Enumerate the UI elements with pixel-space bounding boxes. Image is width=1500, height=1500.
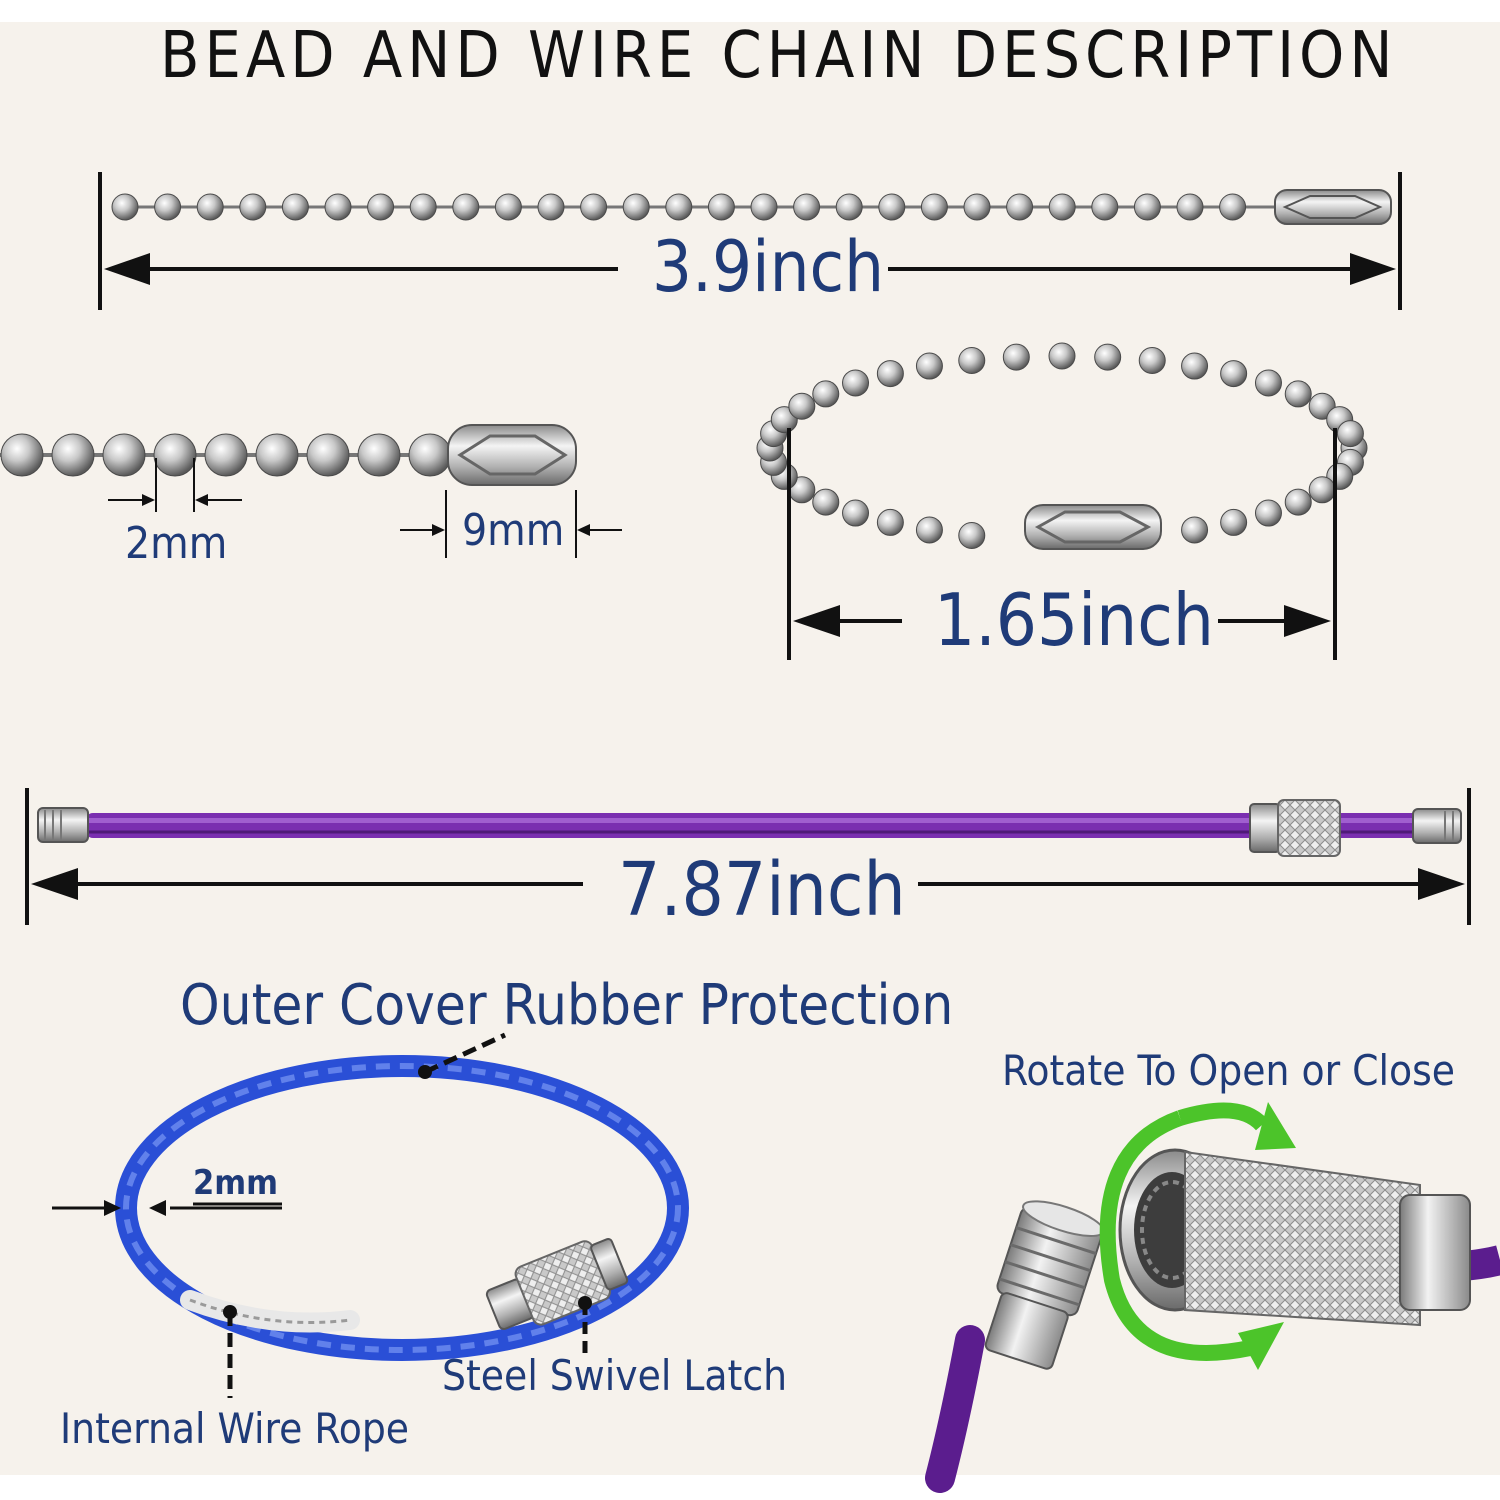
bead	[367, 193, 395, 221]
bead	[963, 193, 991, 221]
bead	[835, 193, 863, 221]
page-title: BEAD AND WIRE CHAIN DESCRIPTION	[160, 19, 1398, 93]
closeup-bead-row	[0, 433, 452, 477]
bead	[1094, 343, 1122, 371]
bead	[102, 433, 146, 477]
wire-left-end	[37, 807, 89, 843]
bead	[154, 193, 182, 221]
bead	[876, 360, 904, 388]
bead	[1138, 347, 1166, 375]
latch-callout: Steel Swivel Latch	[442, 1351, 788, 1400]
bead	[1181, 352, 1209, 380]
rotate-callout: Rotate To Open or Close	[1002, 1046, 1456, 1095]
wire-right-end	[1412, 808, 1462, 844]
bead	[1254, 499, 1282, 527]
threaded-male-end	[984, 1200, 1105, 1370]
bead	[793, 193, 821, 221]
closeup-bead-chain	[0, 424, 577, 486]
bead-chain-loop	[756, 342, 1368, 550]
rotate-arrow-path	[1099, 1110, 1252, 1361]
wire-length-label: 7.87inch	[618, 847, 906, 933]
latch-closeup	[925, 1102, 1500, 1493]
bead	[1219, 193, 1247, 221]
bead	[812, 380, 840, 408]
bead	[580, 193, 608, 221]
bead	[111, 193, 139, 221]
bead-chain-length-label: 3.9inch	[652, 226, 885, 308]
ring-thickness-callout: 2mm	[193, 1163, 279, 1203]
bead	[876, 508, 904, 536]
bead	[842, 499, 870, 527]
bead	[1091, 193, 1119, 221]
rotate-arrow-head-top	[1255, 1102, 1296, 1150]
outer-cover-callout: Outer Cover Rubber Protection	[180, 973, 954, 1038]
bead	[494, 193, 522, 221]
bead	[239, 193, 267, 221]
bead	[622, 193, 650, 221]
purple-wire-cable	[37, 799, 1462, 857]
loop-connector	[1024, 504, 1162, 550]
bead	[665, 193, 693, 221]
loop-width-label: 1.65inch	[934, 578, 1214, 662]
bead	[255, 433, 299, 477]
bead	[1002, 343, 1030, 371]
inner-wire-callout: Internal Wire Rope	[60, 1404, 410, 1453]
bead	[878, 193, 906, 221]
bead	[1133, 193, 1161, 221]
bead-diameter-label: 2mm	[125, 518, 228, 569]
bead	[915, 352, 943, 380]
bead	[958, 347, 986, 375]
bead	[0, 433, 44, 477]
bead	[306, 433, 350, 477]
dimension-2mm-9mm	[108, 458, 622, 558]
bead	[842, 369, 870, 397]
bead	[1308, 476, 1336, 504]
bead	[707, 193, 735, 221]
ring-callout-lines	[52, 1032, 592, 1398]
bead	[324, 193, 352, 221]
bead	[1284, 380, 1312, 408]
bead	[1176, 193, 1204, 221]
bead	[1254, 369, 1282, 397]
closeup-connector	[447, 424, 577, 486]
bead	[812, 488, 840, 516]
bead	[357, 433, 401, 477]
bead	[51, 433, 95, 477]
bead	[1181, 516, 1209, 544]
bead	[408, 433, 452, 477]
dimension-3.9inch	[98, 172, 1402, 310]
bead	[1284, 488, 1312, 516]
wire-latch-sleeve	[1249, 799, 1341, 857]
chain-connector	[1274, 189, 1392, 225]
dimension-1.65inch	[787, 428, 1337, 660]
bead	[409, 193, 437, 221]
bead	[537, 193, 565, 221]
bead	[452, 193, 480, 221]
bead	[281, 193, 309, 221]
bead	[1048, 342, 1076, 370]
bead	[153, 433, 197, 477]
bead	[958, 521, 986, 549]
bead	[1006, 193, 1034, 221]
bead	[750, 193, 778, 221]
dimension-7.87inch	[25, 788, 1471, 925]
bead	[196, 193, 224, 221]
bead-row	[111, 193, 1247, 221]
bead	[204, 433, 248, 477]
bead	[1220, 360, 1248, 388]
bead	[915, 516, 943, 544]
bead	[1048, 193, 1076, 221]
rotate-arrow-head-bottom	[1238, 1322, 1284, 1370]
bead	[920, 193, 948, 221]
connector-length-label: 9mm	[462, 505, 565, 556]
bead	[1220, 508, 1248, 536]
bead	[788, 392, 816, 420]
loop-bead-row	[756, 342, 1368, 549]
straight-bead-chain	[111, 189, 1392, 225]
knurled-sleeve	[1118, 1148, 1471, 1327]
bead	[1336, 420, 1364, 448]
